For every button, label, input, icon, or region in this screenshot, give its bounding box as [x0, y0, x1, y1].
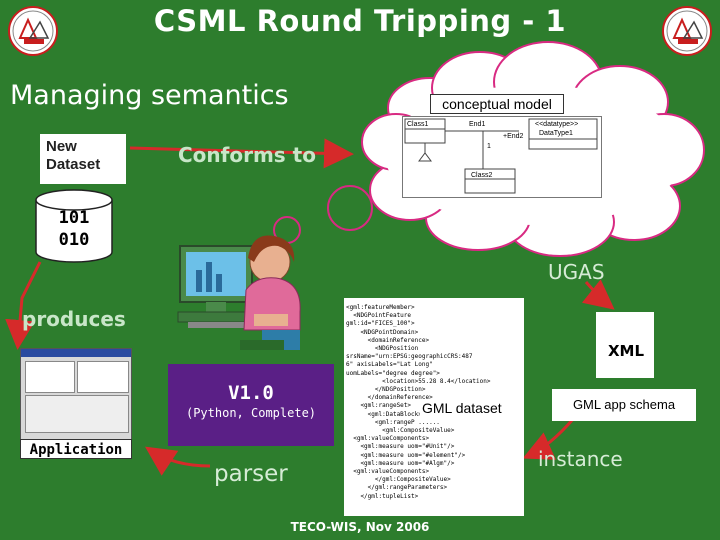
- database-icon: [35, 189, 113, 263]
- thought-bubble-large: [327, 185, 373, 231]
- application-label: Application: [20, 439, 132, 459]
- conforms-to-label: Conforms to: [178, 143, 316, 167]
- uml-class2: Class2: [471, 172, 493, 179]
- conceptual-model-label: conceptual model: [430, 94, 564, 114]
- version-detail-label: (Python, Complete): [185, 406, 317, 420]
- ugas-label: UGAS: [548, 260, 605, 284]
- screenshot-pane-left: [25, 361, 75, 393]
- ugas-arrow: [581, 279, 615, 310]
- uml-class1: Class1: [407, 121, 429, 128]
- screenshot-pane-right: [77, 361, 129, 393]
- produces-label: produces: [22, 307, 126, 331]
- parser-arrow: [145, 446, 211, 476]
- slide-title: CSML Round Tripping - 1: [153, 4, 567, 38]
- version-label: V1.0: [228, 382, 274, 404]
- slide-footer: TECO-WIS, Nov 2006: [290, 520, 430, 534]
- gml-dataset-text: <gml:featureMember> <NDGPointFeature gml…: [346, 304, 491, 500]
- right-logo-icon: [662, 6, 712, 56]
- slide-subtitle: Managing semantics: [10, 80, 289, 111]
- parser-label: parser: [214, 461, 288, 487]
- version-box: [168, 364, 334, 446]
- person-at-computer-icon: [177, 235, 301, 350]
- screenshot-titlebar: [21, 349, 131, 357]
- instance-label: instance: [538, 447, 623, 471]
- xml-label: XML: [607, 342, 645, 360]
- uml-multiplicity: 1: [487, 143, 491, 150]
- screenshot-pane-bottom: [25, 395, 129, 433]
- conforms-to-arrow: [129, 138, 354, 169]
- gml-dataset-label: GML dataset: [420, 400, 504, 416]
- uml-end1: End1: [469, 121, 486, 128]
- instance-arrow: [522, 417, 576, 460]
- new-dataset-label: New Dataset: [46, 138, 100, 174]
- binary-data-label: 101 010: [58, 208, 90, 250]
- document-icon: [596, 312, 654, 378]
- uml-datatype-stereotype: <<datatype>>: [535, 121, 579, 128]
- application-screenshot: [20, 348, 132, 440]
- uml-class-diagram: Class1 End1 +End2 <<datatype>> DataType1…: [402, 116, 602, 198]
- new-dataset-line1: New: [46, 138, 77, 155]
- uml-datatype-name: DataType1: [539, 130, 573, 137]
- produces-arrow: [5, 261, 42, 350]
- new-dataset-document: [40, 134, 126, 184]
- left-logo-icon: [8, 6, 58, 56]
- gml-app-schema-label: GML app schema: [552, 389, 696, 421]
- new-dataset-line2: Dataset: [46, 156, 101, 173]
- uml-end2: +End2: [503, 133, 524, 140]
